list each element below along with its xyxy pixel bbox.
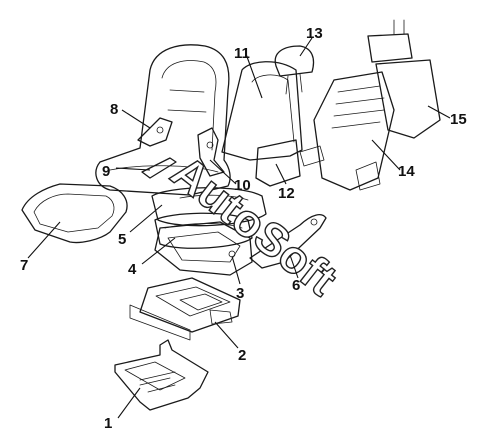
part-13-headrest <box>274 45 315 95</box>
callout-8: 8 <box>110 101 118 118</box>
callout-3: 3 <box>236 285 244 302</box>
callout-12: 12 <box>278 185 295 202</box>
part-4-seat-cushion <box>154 212 253 249</box>
callout-6: 6 <box>292 277 300 294</box>
callout-labels: 1 2 3 4 5 6 7 8 9 10 11 12 13 14 15 <box>20 25 467 432</box>
callout-10: 10 <box>234 177 251 194</box>
part-2-seat-rails <box>129 277 241 341</box>
part-8-side-trim <box>137 117 173 147</box>
callout-9: 9 <box>102 163 110 180</box>
leader-lines <box>27 37 451 419</box>
callout-14: 14 <box>398 163 415 180</box>
callout-2: 2 <box>238 347 246 364</box>
part-12-backrest-trim <box>255 139 301 187</box>
part-15-back-panel <box>367 19 441 139</box>
part-11-backrest-cover <box>221 61 303 161</box>
part-10-recliner-bracket <box>197 127 225 177</box>
callout-5: 5 <box>118 231 126 248</box>
part-7-seat-pad <box>21 183 128 244</box>
part-9-lever <box>141 157 177 179</box>
part-14-backrest-frame <box>299 71 395 191</box>
part-6-trim-panel <box>249 214 327 269</box>
part-5-cushion-cover <box>151 187 267 227</box>
part-1-seat-base <box>114 339 209 411</box>
callout-15: 15 <box>450 111 467 128</box>
callout-1: 1 <box>104 415 112 432</box>
callout-7: 7 <box>20 257 28 274</box>
callout-4: 4 <box>128 261 137 278</box>
callout-11: 11 <box>234 45 250 62</box>
callout-13: 13 <box>306 25 323 42</box>
